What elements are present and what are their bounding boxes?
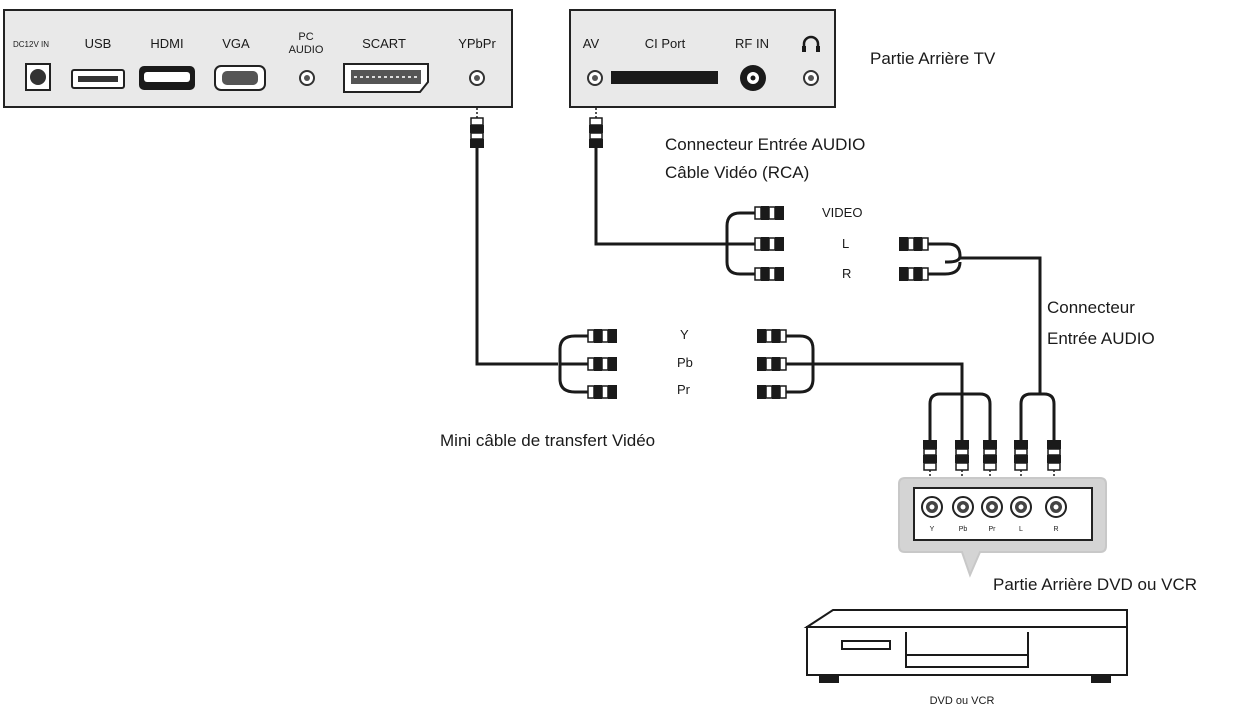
audio-input-side-caption-2: Entrée AUDIO [1047, 329, 1155, 348]
dvd-jack-pb [952, 496, 974, 518]
dvd-jack-y [921, 496, 943, 518]
dvd-pr-plug [982, 439, 998, 481]
component-pr-plug-left [577, 384, 618, 400]
port-label-pc: PC [298, 31, 313, 43]
ypbpr-plug [469, 107, 485, 149]
component-label-y: Y [680, 327, 689, 342]
audio-right-plug [898, 266, 939, 282]
dvd-y-plug [922, 439, 938, 481]
audio-left-plug [898, 236, 939, 252]
dvd-jack-label-pb: Pb [959, 526, 968, 533]
audio-input-side-caption-1: Connecteur [1047, 298, 1135, 317]
dvd-player-illustration [803, 609, 1128, 683]
component-pr-plug-right [756, 384, 797, 400]
tv-rear-caption: Partie Arrière TV [870, 49, 996, 68]
vga-port [214, 65, 266, 91]
port-label-usb: USB [85, 36, 112, 51]
component-y-plug-left [577, 328, 618, 344]
port-label-scart: SCART [362, 36, 406, 51]
headphone-icon [802, 35, 820, 52]
dvd-jack-r [1045, 496, 1067, 518]
component-label-pr: Pr [677, 382, 691, 397]
dvd-pb-plug [954, 439, 970, 481]
mini-cable-caption: Mini câble de transfert Vidéo [440, 431, 655, 450]
port-label-ci-port: CI Port [645, 36, 686, 51]
dc-power-jack [25, 63, 51, 91]
rca-label-video: VIDEO [822, 205, 862, 220]
rf-in-connector [740, 65, 766, 91]
port-label-rf-in: RF IN [735, 36, 769, 51]
dvd-jack-label-y: Y [930, 526, 935, 533]
port-label-av: AV [583, 36, 600, 51]
dvd-l-plug [1013, 439, 1029, 481]
dvd-jack-l [1010, 496, 1032, 518]
headphone-jack [803, 70, 819, 86]
hdmi-port [139, 66, 195, 90]
rca-label-right: R [842, 266, 851, 281]
video-cable-caption: Câble Vidéo (RCA) [665, 163, 809, 182]
tv-rear-panel-right: AV CI Port RF IN [569, 9, 836, 108]
ci-port-slot [611, 71, 718, 84]
dvd-jack-label-l: L [1019, 526, 1023, 533]
rca-left-plug [744, 236, 785, 252]
tv-rear-panel-left: DC12V IN USB HDMI VGA PC AUDIO SCART YPb… [3, 9, 513, 108]
rca-video-plug [744, 205, 785, 221]
dvd-device-label: DVD ou VCR [930, 695, 995, 707]
port-label-hdmi: HDMI [150, 36, 183, 51]
rca-right-plug [744, 266, 785, 282]
av-jack [587, 70, 603, 86]
port-label-dc12v: DC12V IN [13, 40, 49, 49]
dvd-jack-pr [981, 496, 1003, 518]
dvd-rear-panel: Y Pb Pr L R [898, 477, 1107, 578]
port-label-vga: VGA [222, 36, 250, 51]
audio-input-caption: Connecteur Entrée AUDIO [665, 135, 865, 154]
port-label-ypbpr: YPbPr [458, 36, 496, 51]
dvd-r-plug [1046, 439, 1062, 481]
rca-label-left: L [842, 236, 849, 251]
dvd-rear-caption: Partie Arrière DVD ou VCR [993, 575, 1197, 594]
dvd-jack-label-pr: Pr [989, 526, 997, 533]
usb-port [71, 69, 125, 89]
ypbpr-jack [469, 70, 485, 86]
port-label-audio: AUDIO [289, 44, 324, 56]
pc-audio-jack [299, 70, 315, 86]
component-pb-plug-left [577, 356, 618, 372]
component-label-pb: Pb [677, 355, 693, 370]
scart-port [343, 63, 429, 93]
component-pb-plug-right [756, 356, 797, 372]
av-plug [588, 107, 604, 149]
component-y-plug-right [756, 328, 797, 344]
dvd-jack-label-r: R [1053, 526, 1058, 533]
